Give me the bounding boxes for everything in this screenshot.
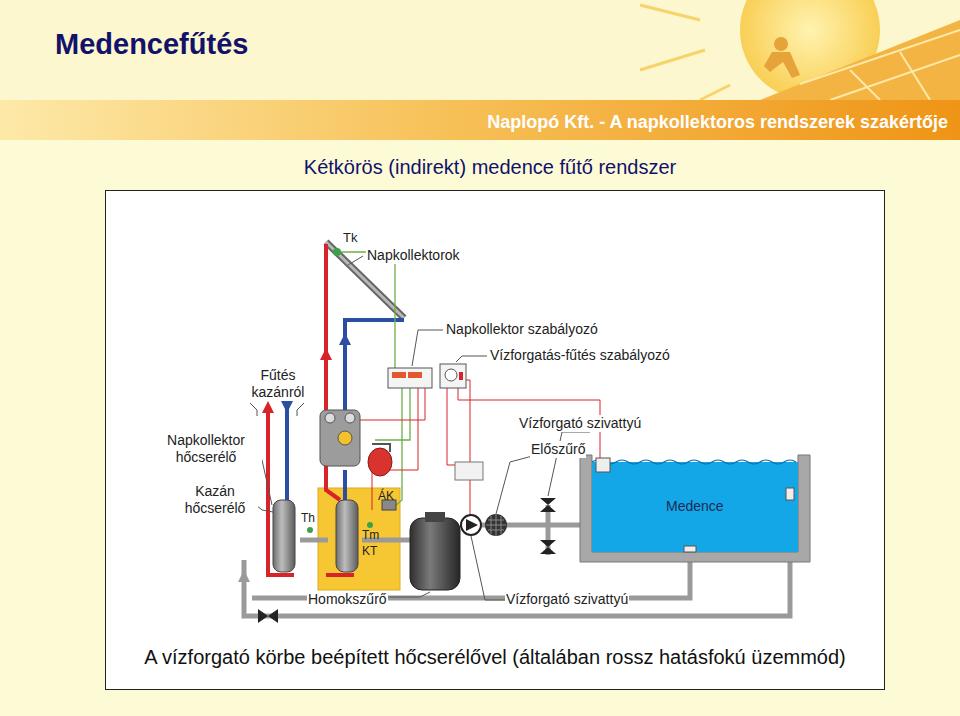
collector-sensor xyxy=(333,248,341,256)
bottom-drain xyxy=(684,546,696,552)
water-surface xyxy=(592,460,796,464)
part-label: Napkollektorok xyxy=(366,247,461,264)
pool-water xyxy=(592,462,798,552)
pump-arrow xyxy=(466,519,478,531)
skimmer xyxy=(596,458,610,472)
controller-led xyxy=(459,372,463,380)
roof xyxy=(760,20,960,100)
sensor-label: Tm xyxy=(362,528,379,543)
flow-arrow xyxy=(281,401,293,413)
station-gauge xyxy=(325,413,335,423)
company-tagline: Naplopó Kft. - A napkollektoros rendszer… xyxy=(470,112,948,133)
part-label: Napkollektor hőcserélő xyxy=(150,432,262,466)
relay-box xyxy=(455,462,483,480)
part-label: Homokszűrő xyxy=(307,591,388,608)
controller-display xyxy=(408,372,422,378)
controller-knob xyxy=(445,369,457,381)
node-text: Medence xyxy=(666,498,724,514)
part-label: Vízforgató szivattyú xyxy=(505,591,629,608)
subtitle: Kétkörös (indirekt) medence fűtő rendsze… xyxy=(190,156,790,179)
sand-filter xyxy=(410,518,460,590)
part-label: Fűtés kazánról xyxy=(240,367,316,401)
roof-collector xyxy=(800,30,960,100)
heating-pipes xyxy=(268,244,404,575)
expansion-vessel xyxy=(368,448,392,476)
header-band xyxy=(0,100,960,140)
slide-title: Medencefűtés xyxy=(55,28,248,61)
flow-arrow xyxy=(320,348,332,360)
solar-heat-exchanger xyxy=(273,500,295,572)
station-gauge xyxy=(345,413,355,423)
part-label: Napkollektor szabályozó xyxy=(445,321,599,338)
part-label: Előszűrő xyxy=(530,441,586,458)
flow-arrow xyxy=(238,570,250,582)
caption: A vízforgató körbe beépített hőcserélőve… xyxy=(106,646,884,669)
diagram-frame xyxy=(106,191,885,690)
sensor-dot xyxy=(307,527,313,533)
controller-display xyxy=(392,372,406,378)
boiler-heat-exchanger xyxy=(336,500,358,572)
part-label: Vízforgató szivattyú xyxy=(518,415,642,432)
prefilter xyxy=(485,514,507,536)
sensor-label: KT xyxy=(362,544,377,559)
part-label: Vízforgatás-fűtés szabályozó xyxy=(489,347,671,364)
sand-filter-valve xyxy=(425,512,445,522)
inlet-nozzle xyxy=(786,488,794,500)
sensor-label: Tk xyxy=(342,230,358,246)
pool-controller xyxy=(440,364,466,388)
sensor-label: ÁK xyxy=(378,489,394,504)
solar-controller xyxy=(388,368,432,388)
sensor-label: Th xyxy=(301,511,315,526)
worker-figure xyxy=(764,37,800,78)
flow-arrow xyxy=(262,401,274,413)
pump-station xyxy=(320,410,360,466)
sensor-dot xyxy=(367,522,373,528)
circulation-pump xyxy=(461,515,481,535)
prefilter-mesh xyxy=(486,514,506,536)
part-label: Kazán hőcserélő xyxy=(172,483,258,517)
pool-region: Medence xyxy=(660,495,730,517)
pool-basin xyxy=(580,455,810,562)
sun-rays xyxy=(640,5,730,100)
flow-arrow xyxy=(339,333,351,345)
station-pump xyxy=(338,431,352,445)
control-wires xyxy=(355,380,600,515)
